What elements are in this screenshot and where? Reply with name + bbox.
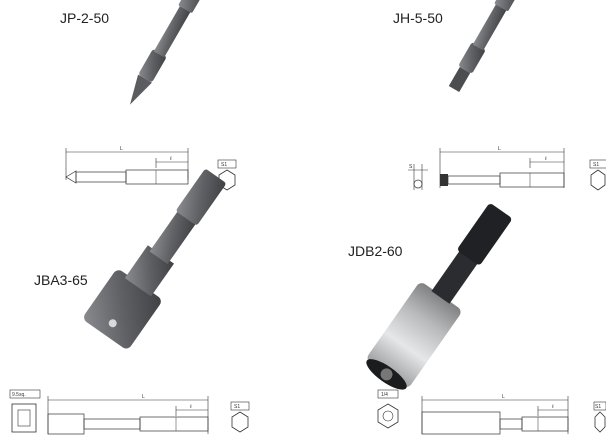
shank-label: ℓ	[552, 404, 554, 410]
square-label: 9.5sq.	[12, 392, 26, 398]
hex-label: S1	[234, 404, 240, 410]
tip-label: S	[409, 164, 413, 170]
hex-section-icon: S1	[230, 401, 250, 433]
product-label-jba3-65: JBA3-65	[34, 272, 88, 288]
shank-label: ℓ	[190, 404, 192, 410]
hex-bit-dimension-drawing: L ℓ S	[408, 146, 565, 190]
socket-adapter-dimension-drawing: 9.5sq. L ℓ	[9, 389, 209, 435]
shank-label: ℓ	[545, 156, 547, 162]
length-label: L	[142, 394, 145, 400]
shank-label: ℓ	[170, 156, 172, 162]
socket-label: 1/4	[381, 392, 388, 398]
bit-holder-dimension-drawing: 1/4 L ℓ	[377, 389, 569, 435]
product-label-jh-5-50: JH-5-50	[393, 10, 443, 26]
length-label: L	[120, 146, 123, 152]
hex-label: S1	[595, 404, 601, 410]
hex-label: S1	[221, 162, 227, 168]
product-label-jp-2-50: JP-2-50	[60, 10, 110, 26]
length-label: L	[498, 146, 501, 152]
hex-section-icon: S1	[593, 401, 606, 433]
product-label-jdb2-60: JDB2-60	[348, 243, 403, 259]
length-label: L	[502, 394, 505, 400]
hex-section-icon: S1	[217, 159, 237, 191]
hex-section-icon: S1	[589, 159, 606, 191]
hex-label: S1	[593, 162, 599, 168]
phillips-bit-dimension-drawing: L ℓ	[65, 146, 189, 185]
